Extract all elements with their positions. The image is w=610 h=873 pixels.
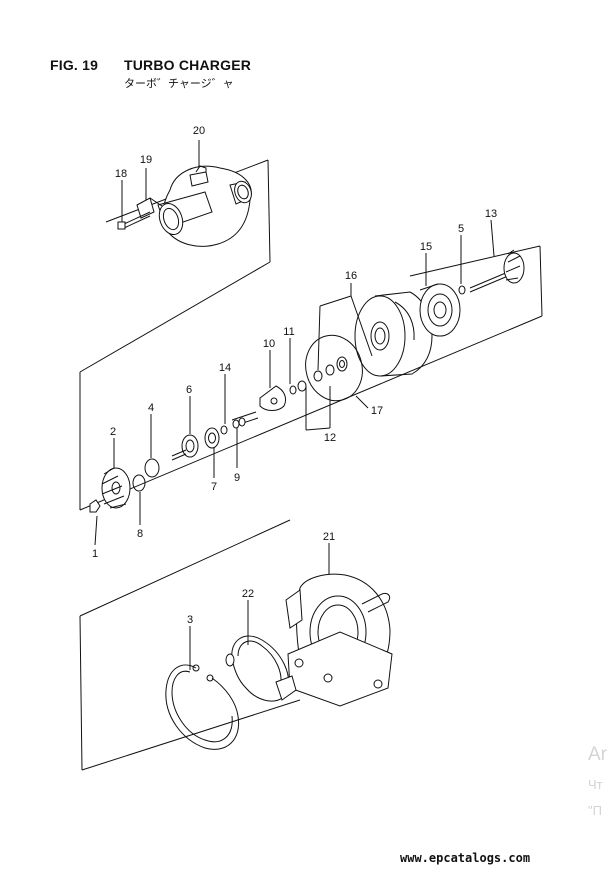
footer-url: www.epcatalogs.com [400,851,531,865]
callout-22: 22 [242,588,254,600]
callout-12: 12 [324,432,336,444]
part-10-thrust-bearing [259,385,287,411]
callout-17: 17 [371,405,383,417]
watermark-line-2: Чт [588,777,603,792]
callout-3: 3 [187,614,193,626]
figure-number: FIG. 19 [50,57,99,73]
part-12-ring [313,364,335,382]
watermark-line-3: "П [588,803,602,818]
group-frame-turbine [79,519,301,771]
part-4-ring [144,458,160,478]
part-7-bearing [204,427,220,449]
part-8-ring [132,474,146,492]
part-22-v-band-clamp [225,635,297,702]
part-6-bearing-housing [171,434,199,461]
part-17-o-ring [305,334,363,402]
figure-title: TURBO CHARGER [124,57,252,73]
part-13-shaft-wheel [469,249,525,293]
leader-lines [94,140,495,670]
callout-7: 7 [211,481,217,493]
group-frame-core [79,245,543,511]
callout-8: 8 [137,528,143,540]
callout-11: 11 [283,326,294,338]
part-19-plate [136,197,163,219]
callout-5: 5 [458,223,464,235]
callout-2: 2 [110,426,116,438]
part-16-washer [336,356,348,372]
callout-10: 10 [263,338,275,350]
part-14-ring [220,425,228,435]
part-1-nut [89,499,101,513]
callout-9: 9 [234,472,240,484]
part-18-bolt [117,211,151,230]
callout-13: 13 [485,208,497,220]
watermark-line-1: Ar [588,744,607,765]
part-2-turbine-wheel [101,467,131,509]
part-15-back-plate [354,283,461,377]
part-5-collar [458,285,466,295]
part-9-sleeve [231,411,259,429]
callout-16: 16 [345,270,357,282]
part-3-snap-ring [165,664,240,750]
callout-19: 19 [140,154,152,166]
callout-18: 18 [115,168,127,180]
callout-6: 6 [186,384,192,396]
part-20-compressor-housing [157,165,252,247]
callout-15: 15 [420,241,432,253]
part-11-nut [289,380,307,395]
callout-4: 4 [148,402,154,414]
part-21-turbine-housing [285,573,393,707]
callout-1: 1 [92,548,98,560]
callout-20: 20 [193,125,205,137]
figure-subtitle: ターボ゛チャージ゛ャ [124,78,234,90]
callout-14: 14 [219,362,231,374]
callout-21: 21 [323,531,335,543]
